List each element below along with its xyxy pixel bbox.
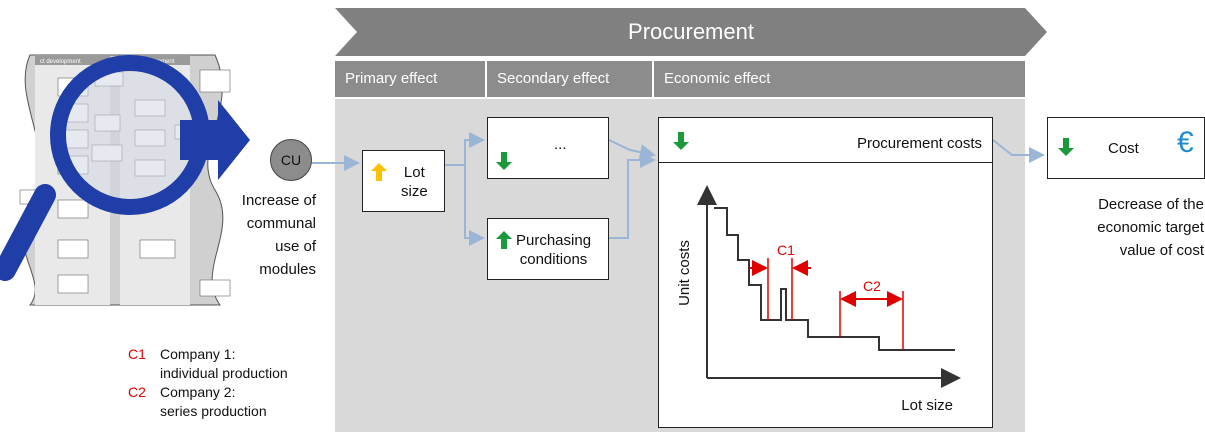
arrow-up-icon [371,163,387,181]
legend-text: series production [160,403,267,419]
cost-label: Cost [1108,140,1139,157]
cu-caption: Increase of communal use of modules [210,189,316,281]
procurement-costs-box: Procurement costs C1 C2 Unit costs Lot s… [658,117,993,428]
purchasing-label: conditions [519,251,588,268]
divider [659,162,992,163]
legend-code: C1 [128,346,146,362]
legend-code: C2 [128,384,146,400]
lot-size-box: Lot size [362,150,445,212]
lot-size-label: size [401,183,428,200]
c2-label: C2 [863,278,881,294]
x-axis-label: Lot size [901,397,953,414]
legend-item: C2 Company 2: series production [128,383,288,421]
legend-text: Company 1: [160,346,236,362]
step-chart: C1 C2 Unit costs Lot size [676,185,961,414]
unit-cost-step-line [714,207,955,351]
column-secondary-effect: Secondary effect [487,61,652,97]
purchasing-label: Purchasing [516,232,592,249]
cost-caption-line: Decrease of the [1098,196,1204,213]
cost-caption: Decrease of the economic target value of… [1055,193,1204,262]
banner-title: Procurement [628,19,754,44]
c1-label: C1 [777,242,795,258]
cost-caption-line: value of cost [1119,242,1204,259]
cu-caption-line: Increase of [241,192,316,209]
thumb-header-1: ct development [40,59,81,65]
cu-caption-line: communal [246,215,316,232]
cu-node: CU [270,139,312,181]
legend-item: C1 Company 1: individual production [128,345,288,383]
process-thumbnail: ct development Procurement [0,0,250,320]
procurement-banner [335,8,1047,56]
magnifier-icon [0,55,250,281]
arrow-up-icon [496,231,512,249]
cu-caption-line: modules [259,261,316,278]
cu-caption-line: use of [275,238,316,255]
y-axis-label: Unit costs [676,240,693,306]
legend-text: individual production [160,365,288,381]
cost-box: Cost € [1047,117,1205,179]
legend-text: Company 2: [160,384,236,400]
purchasing-conditions-box: Purchasing conditions [487,218,609,280]
arrow-down-icon [673,132,689,150]
cost-caption-line: economic target [1097,219,1204,236]
legend: C1 Company 1: individual production C2 C… [128,345,288,421]
euro-icon: € [1177,126,1194,159]
ellipsis-label: ... [554,136,567,153]
procurement-costs-label: Procurement costs [856,135,982,152]
arrow-down-icon [496,152,512,170]
secondary-effect-box: ... [487,117,609,179]
column-primary-effect: Primary effect [335,61,485,97]
cu-label: CU [280,152,302,168]
arrow-down-icon [1058,138,1074,156]
column-economic-effect: Economic effect [654,61,1025,97]
lot-size-label: Lot [403,164,425,181]
